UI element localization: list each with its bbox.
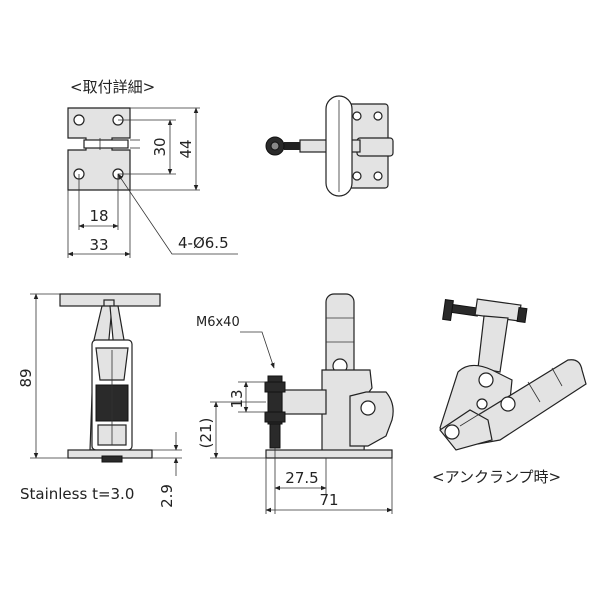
dim-spindle-height: 13 bbox=[228, 389, 246, 408]
front-view: 89 2.9 Stainless t=3.0 bbox=[17, 293, 182, 508]
unclamp-handle bbox=[469, 359, 587, 445]
hole-spec: 4-Ø6.5 bbox=[178, 234, 229, 252]
dim-mount-width-outer: 33 bbox=[89, 236, 108, 254]
dim-mount-height-outer: 44 bbox=[177, 139, 195, 158]
material-note: Stainless t=3.0 bbox=[20, 485, 134, 503]
unclamp-label: <アンクランプ時> bbox=[432, 468, 561, 486]
mounting-slot bbox=[83, 139, 129, 149]
side-base bbox=[265, 449, 393, 459]
side-view: M6x40 13 (21) 27.5 71 bbox=[196, 293, 394, 514]
dim-front-thickness: 2.9 bbox=[158, 484, 176, 508]
mounting-hole bbox=[73, 114, 85, 126]
unclamp-view: <アンクランプ時> bbox=[432, 298, 587, 486]
side-spindle-arm bbox=[281, 389, 327, 415]
dim-side-length: 71 bbox=[319, 491, 338, 509]
mounting-title: <取付詳細> bbox=[70, 78, 155, 96]
mounting-detail: <取付詳細> 30 44 18 33 4-Ø6.5 bbox=[67, 78, 238, 258]
dim-mount-width-inner: 18 bbox=[89, 207, 108, 225]
dim-spindle-reach: 27.5 bbox=[285, 469, 318, 487]
dim-front-height: 89 bbox=[17, 368, 35, 387]
top-view bbox=[265, 95, 394, 197]
dim-mount-height-inner: 30 bbox=[151, 137, 169, 156]
dim-spindle-offset: (21) bbox=[197, 418, 215, 449]
bolt-spec: M6x40 bbox=[196, 315, 240, 330]
